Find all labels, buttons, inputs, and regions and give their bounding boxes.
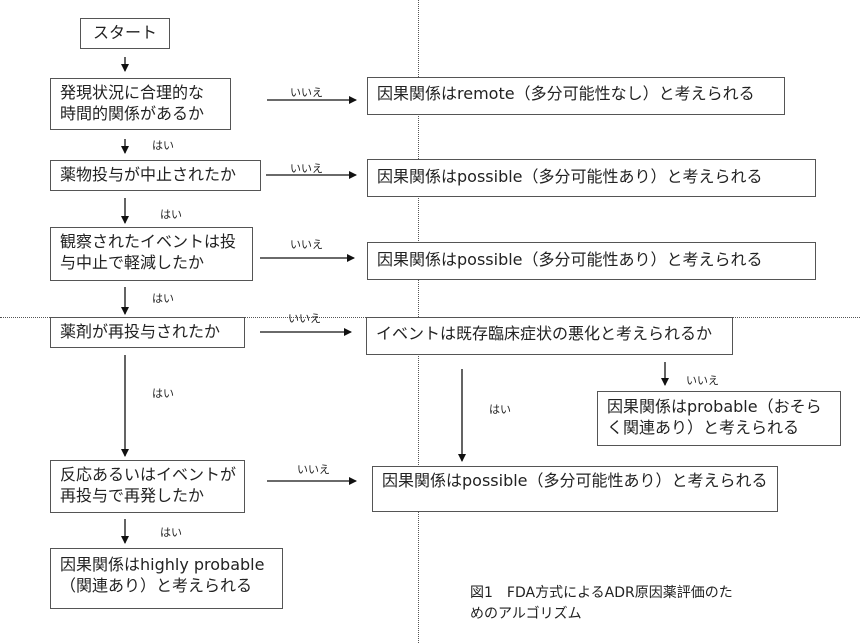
outcome-possible-q2: 因果関係はpossible（多分可能性あり）と考えられる bbox=[367, 159, 816, 197]
outcome-highly-probable: 因果関係はhighly probable （関連あり）と考えられる bbox=[50, 548, 283, 609]
question-line: 発現状況に合理的な bbox=[60, 83, 205, 102]
start-box: スタート bbox=[80, 18, 170, 49]
outcome-possible-bottom: 因果関係はpossible（多分可能性あり）と考えられる bbox=[372, 466, 778, 512]
question-line: 反応あるいはイベントが bbox=[60, 465, 237, 484]
question-line: 時間的関係があるか bbox=[60, 104, 205, 123]
outcome-text: 因果関係はpossible（多分可能性あり）と考えられる bbox=[377, 250, 763, 269]
label-yes: はい bbox=[160, 526, 182, 539]
caption-line: 図1 FDA方式によるADR原因薬評価のた bbox=[470, 585, 733, 601]
outcome-text: 因果関係はremote（多分可能性なし）と考えられる bbox=[377, 84, 755, 103]
outcome-line: く関連あり）と考えられる bbox=[607, 418, 800, 437]
label-yes: はい bbox=[160, 208, 182, 221]
question-line: 薬剤が再投与されたか bbox=[60, 322, 221, 341]
label-yes: はい bbox=[152, 139, 174, 152]
question-text: イベントは既存臨床症状の悪化と考えられるか bbox=[376, 324, 713, 343]
outcome-remote: 因果関係はremote（多分可能性なし）と考えられる bbox=[367, 77, 785, 115]
question-line: 再投与で再発したか bbox=[60, 486, 205, 505]
question-recurred: 反応あるいはイベントが 再投与で再発したか bbox=[50, 460, 245, 513]
question-readministered: 薬剤が再投与されたか bbox=[50, 317, 245, 348]
outcome-text: 因果関係はpossible（多分可能性あり）と考えられる bbox=[377, 167, 763, 186]
outcome-line: 因果関係はprobable（おそら bbox=[607, 397, 822, 416]
outcome-line: 因果関係はhighly probable bbox=[60, 555, 265, 574]
caption-line: めのアルゴリズム bbox=[470, 606, 582, 622]
question-existing-condition: イベントは既存臨床症状の悪化と考えられるか bbox=[366, 317, 733, 355]
label-no: いいえ bbox=[297, 463, 330, 476]
question-drug-discontinued: 薬物投与が中止されたか bbox=[50, 160, 261, 191]
label-yes: はい bbox=[152, 387, 174, 400]
outcome-probable: 因果関係はprobable（おそら く関連あり）と考えられる bbox=[597, 391, 841, 446]
question-temporal-relation: 発現状況に合理的な 時間的関係があるか bbox=[50, 78, 231, 130]
question-event-reduced: 観察されたイベントは投 与中止で軽減したか bbox=[50, 227, 253, 281]
label-yes: はい bbox=[152, 292, 174, 305]
figure-caption: 図1 FDA方式によるADR原因薬評価のた めのアルゴリズム bbox=[470, 583, 733, 625]
outcome-line: （関連あり）と考えられる bbox=[60, 576, 253, 595]
question-line: 観察されたイベントは投 bbox=[60, 232, 237, 251]
question-line: 与中止で軽減したか bbox=[60, 253, 205, 272]
label-no: いいえ bbox=[290, 86, 323, 99]
label-no: いいえ bbox=[290, 238, 323, 251]
label-no: いいえ bbox=[290, 162, 323, 175]
label-no: いいえ bbox=[288, 312, 321, 325]
outcome-possible-q3: 因果関係はpossible（多分可能性あり）と考えられる bbox=[367, 242, 816, 280]
label-yes: はい bbox=[489, 403, 511, 416]
label-no: いいえ bbox=[686, 374, 719, 387]
question-line: 薬物投与が中止されたか bbox=[60, 165, 237, 184]
outcome-text: 因果関係はpossible（多分可能性あり）と考えられる bbox=[382, 471, 768, 490]
start-label: スタート bbox=[92, 23, 157, 42]
